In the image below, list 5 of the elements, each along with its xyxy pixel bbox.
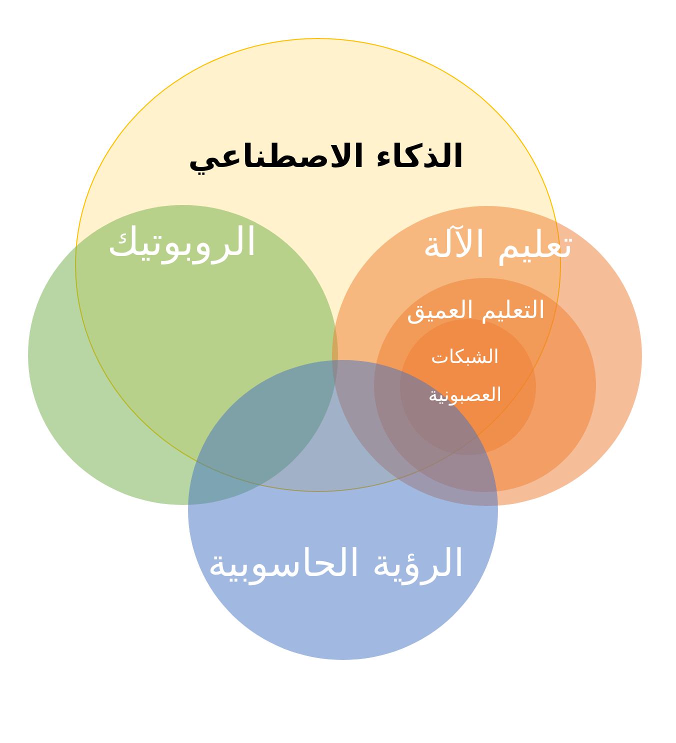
set-label: الروبوتيك [107,220,257,266]
set-label: التعليم العميق [406,295,546,325]
set-label: الرؤية الحاسوبية [208,541,464,585]
set-label: الشبكات العصبونية [427,345,503,408]
set-label: الذكاء الاصطناعي [188,136,464,176]
